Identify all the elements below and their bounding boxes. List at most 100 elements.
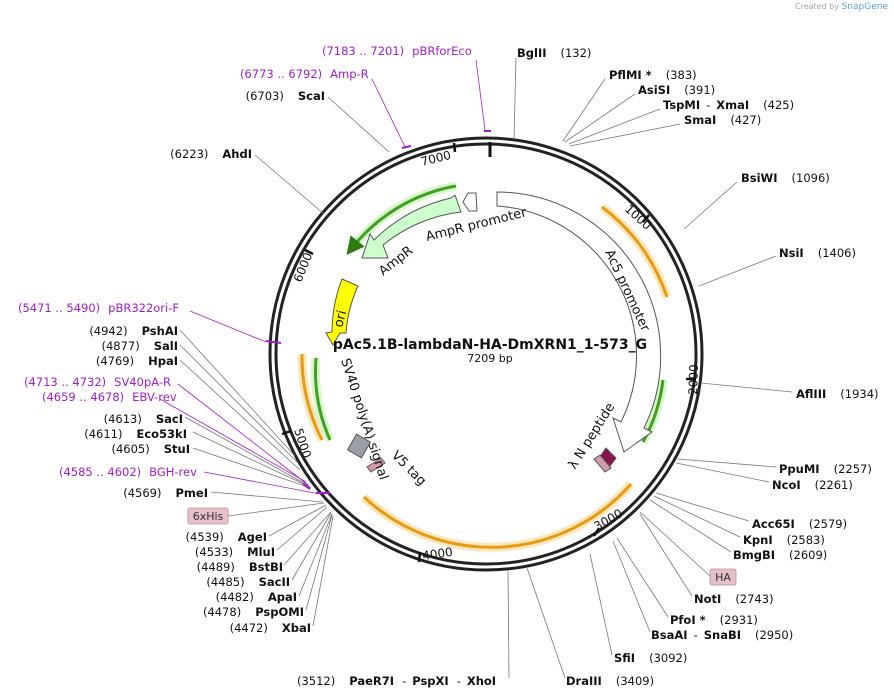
plasmid-length: 7209 bp [467, 352, 512, 365]
svg-text:(4659 .. 4678)EBV-rev: (4659 .. 4678)EBV-rev [42, 390, 177, 404]
enzyme-name: XhoI [467, 674, 496, 688]
primer-name: pBR322ori-F [108, 301, 179, 315]
svg-text:(4769)HpaI: (4769) HpaI [96, 354, 178, 368]
svg-text:(5471 .. 5490)pBR322ori-F: (5471 .. 5490)pBR322ori-F [18, 301, 179, 315]
svg-text:AflIII(1934): AflIII(1934) [796, 387, 879, 401]
enzyme-name: SmaI [684, 113, 716, 127]
ac5-promoter-feature[interactable] [496, 191, 662, 453]
svg-text:SmaI(427): SmaI(427) [684, 113, 761, 127]
enzyme-name: PpuMI [779, 462, 820, 476]
svg-text:BsiWI(1096): BsiWI (1096) [741, 171, 830, 185]
svg-text:Acc65I(2579): Acc65I(2579) [752, 517, 847, 531]
svg-text:BmgBI(2609): BmgBI(2609) [733, 548, 827, 562]
ha-tag-label: HA [715, 571, 731, 584]
enzyme-name: BsiWI [741, 171, 778, 185]
enzyme-name: XbaI [282, 621, 311, 635]
enzyme-pos: (2257) [834, 462, 872, 476]
enzyme-name: SalI [154, 339, 178, 353]
his-tag-feature[interactable] [593, 454, 612, 473]
svg-text:(4605)StuI: (4605)StuI [112, 442, 191, 456]
enzyme-pos: (4489) [197, 560, 235, 574]
svg-text:(4472)XbaI: (4472) XbaI [230, 621, 311, 635]
primer-name: Amp-R [330, 67, 369, 81]
enzyme-pos: (4769) [96, 354, 134, 368]
enzyme-pos: (1934) [840, 387, 878, 401]
ampr-feature[interactable] [361, 194, 462, 259]
enzyme-name: TspMI [663, 98, 700, 112]
svg-text:(4585 .. 4602)BGH-rev: (4585 .. 4602)BGH-rev [59, 465, 197, 479]
enzyme-name: BsaAI [651, 628, 688, 642]
svg-text:(4478)PspOMI: (4478) PspOMI [203, 605, 304, 619]
primer-labels: (7183 .. 7201)pBRforEco (6773 .. 6792)Am… [18, 44, 472, 479]
enzyme-pos: (2609) [789, 548, 827, 562]
svg-text:(6703)ScaI: (6703)ScaI [246, 89, 325, 103]
scale-ticks [281, 142, 696, 563]
enzyme-pos: (6223) [170, 147, 208, 161]
enzyme-name: BglII [517, 46, 547, 60]
enzyme-name: PshAI [142, 324, 178, 338]
enzyme-name: PflMI * [609, 68, 652, 82]
enzyme-name: AgeI [238, 530, 267, 544]
enzyme-labels-left: (4472) XbaI (4478) PspOMI (4482)ApaI (4485… [84, 89, 325, 635]
enzyme-pos: (4613) [104, 412, 142, 426]
svg-text:NsiI(1406): NsiI(1406) [779, 246, 856, 260]
primer-name: pBRforEco [412, 44, 472, 58]
enzyme-name: AsiSI [638, 83, 670, 97]
enzyme-pos: (4472) [230, 621, 268, 635]
svg-text:(4877)SalI: (4877)SalI [101, 339, 178, 353]
enzyme-pos: (4478) [203, 605, 241, 619]
enzyme-pos: (3092) [649, 651, 687, 665]
svg-text:TspMI-XmaI(425): TspMI-XmaI(425) [663, 98, 794, 112]
enzyme-name: SacI [156, 412, 183, 426]
svg-text:(4482)ApaI: (4482)ApaI [216, 590, 297, 604]
svg-text:(4611)Eco53kI: (4611)Eco53kI [84, 427, 187, 441]
sv40-polya-feature[interactable] [346, 433, 372, 459]
enzyme-name: SnaBI [704, 628, 741, 642]
svg-text:(4485)SacII: (4485)SacII [206, 575, 290, 589]
svg-text:(4533)MluI: (4533) MluI [195, 545, 275, 559]
green-arc-top [346, 184, 457, 256]
green-arcs [311, 181, 668, 445]
primer-range: (4585 .. 4602) [59, 465, 141, 479]
ampr-promoter-feature[interactable] [462, 192, 478, 212]
enzyme-name: NcoI [772, 478, 801, 492]
enzyme-pos: (4533) [195, 545, 233, 559]
enzyme-name: MluI [247, 545, 275, 559]
ori-label: ori [331, 309, 350, 329]
svg-text:SfiI(3092): SfiI(3092) [614, 651, 687, 665]
primer-range: (4659 .. 4678) [42, 390, 124, 404]
enzyme-name: PaeR7I [349, 674, 394, 688]
backbone-inner [274, 142, 698, 566]
ha-tag-box[interactable] [709, 568, 737, 586]
enzyme-name: HpaI [148, 354, 178, 368]
enzyme-name: PspOMI [255, 605, 304, 619]
svg-text:(4613)SacI: (4613) SacI [104, 412, 183, 426]
svg-text:KpnI(2583): KpnI(2583) [743, 533, 825, 547]
enzyme-labels: BglII(132) PflMI *(383) AsiSI(391) TspMI… [297, 46, 879, 688]
enzyme-name: DraIII [566, 674, 602, 688]
v5-tag-feature[interactable] [366, 457, 386, 473]
enzyme-pos: (2583) [787, 533, 825, 547]
enzyme-name: PspXI [412, 674, 448, 688]
svg-text:PpuMI(2257): PpuMI (2257) [779, 462, 872, 476]
ori-feature[interactable] [325, 278, 359, 346]
svg-text:(3512)PaeR7I-PspXI-XhoI: (3512)PaeR7I-PspXI-XhoI [297, 674, 496, 688]
enzyme-name: Eco53kI [136, 427, 187, 441]
his-tag-leader [227, 502, 325, 517]
enzyme-pos: (3512) [297, 674, 335, 688]
enzyme-pos: (1096) [792, 171, 830, 185]
enzyme-pos: (391) [684, 83, 715, 97]
backbone-outer [268, 136, 704, 572]
svg-text:(4539)AgeI: (4539) AgeI [186, 530, 267, 544]
snapgene-logo: SnapGene [841, 2, 888, 12]
enzyme-leaders [179, 57, 793, 679]
svg-text:PfoI *(2931): PfoI *(2931) [670, 613, 758, 627]
svg-text:(4713 .. 4732)SV40pA-R: (4713 .. 4732)SV40pA-R [24, 375, 171, 389]
enzyme-pos: (2579) [809, 517, 847, 531]
enzyme-pos: (132) [561, 46, 592, 60]
enzyme-pos: (4539) [186, 530, 224, 544]
enzyme-pos: (1406) [818, 246, 856, 260]
primer-leaders [159, 59, 486, 495]
svg-text:BglII(132): BglII (132) [517, 46, 591, 60]
primer-marks [265, 130, 491, 494]
